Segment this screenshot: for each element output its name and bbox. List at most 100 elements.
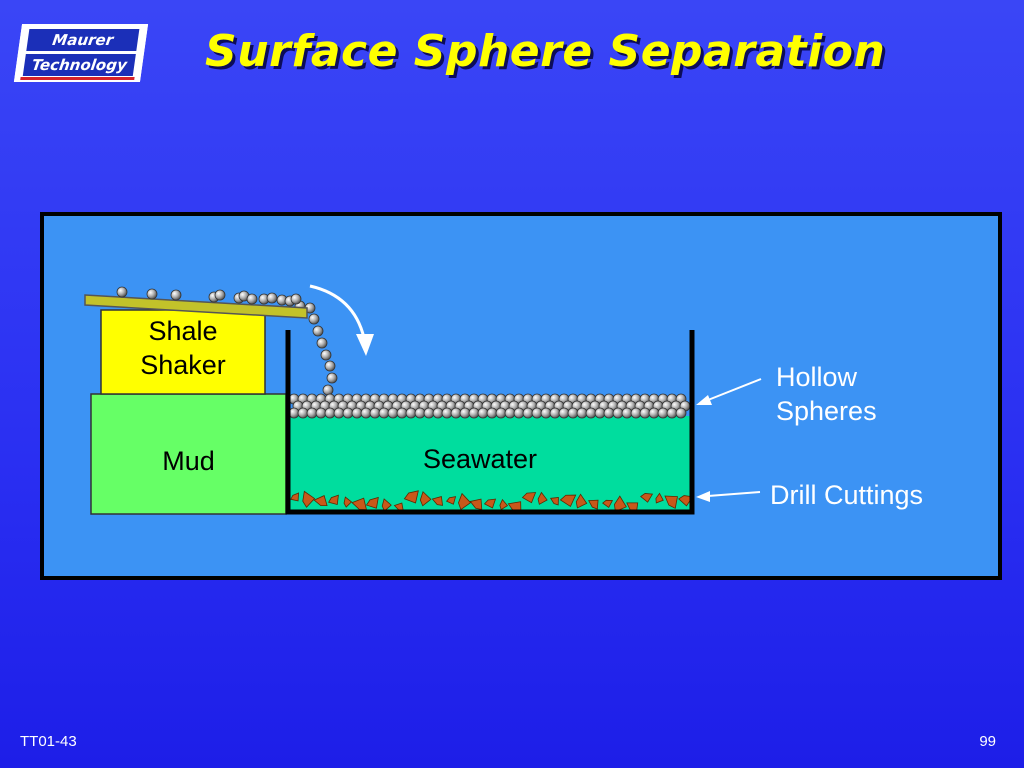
hollow-sphere — [396, 407, 408, 419]
slide-title: Surface Sphere Separation — [205, 26, 886, 77]
hollow-spheres-label-line1: Hollow — [776, 362, 858, 392]
hollow-sphere — [266, 292, 278, 304]
drill-cuttings-label: Drill Cuttings — [770, 480, 924, 510]
drill-cutting — [483, 498, 497, 509]
drill-cutting — [365, 496, 379, 509]
hollow-sphere — [585, 407, 597, 419]
hollow-sphere — [603, 407, 615, 419]
hollow-spheres-layer — [288, 393, 691, 419]
hollow-sphere — [495, 407, 507, 419]
tank-walls — [285, 330, 695, 515]
hollow-sphere — [320, 349, 332, 361]
hollow-sphere — [405, 407, 417, 419]
logo-text-maurer: Maurer — [26, 29, 140, 51]
flow-arrow-head — [356, 334, 374, 356]
seawater-label: Seawater — [422, 444, 538, 474]
hollow-sphere — [540, 407, 552, 419]
hollow-sphere — [432, 407, 444, 419]
diagram-panel: Shale Shaker Mud Seawater Hollow Spheres… — [40, 212, 1002, 580]
hollow-sphere — [648, 407, 660, 419]
drill-cutting — [575, 493, 588, 509]
drill-cutting — [290, 492, 300, 502]
shaker-screen — [84, 294, 308, 319]
hollow-sphere — [504, 407, 516, 419]
hollow-sphere — [594, 407, 606, 419]
hollow-sphere — [214, 289, 226, 301]
hollow-sphere — [342, 407, 354, 419]
hollow-sphere — [170, 289, 182, 301]
flow-arrow — [309, 284, 366, 339]
drill-cutting — [640, 493, 654, 503]
hollow-sphere — [486, 407, 498, 419]
drill-cutting — [602, 499, 614, 509]
hollow-sphere — [531, 407, 543, 419]
hollow-spheres-label-line2: Spheres — [776, 396, 877, 426]
hollow-sphere — [630, 407, 642, 419]
hollow-sphere — [378, 407, 390, 419]
drill-cutting — [419, 491, 432, 507]
hollow-sphere — [441, 407, 453, 419]
mud-tank — [90, 393, 287, 515]
drill-cutting — [313, 495, 328, 507]
hollow-sphere — [387, 407, 399, 419]
hollow-sphere — [666, 407, 678, 419]
hollow-sphere — [333, 407, 345, 419]
hollow-sphere — [657, 407, 669, 419]
separation-diagram — [84, 284, 762, 515]
drill-cutting — [302, 490, 316, 508]
hollow-sphere — [324, 407, 336, 419]
hollow-sphere — [146, 288, 158, 300]
hollow-spheres-pointer — [707, 378, 762, 401]
drill-cuttings-pointer-head — [696, 491, 710, 502]
shale-shaker — [100, 309, 266, 395]
drill-cutting — [559, 494, 577, 507]
hollow-sphere — [513, 407, 525, 419]
hollow-spheres-pointer-head — [696, 395, 712, 405]
logo-text-technology: Technology — [22, 54, 136, 76]
shale-shaker-label: Shale Shaker — [101, 314, 265, 382]
logo-stripe — [20, 77, 135, 80]
shale-shaker-label-line1: Shale — [148, 316, 218, 346]
drill-cuttings-pointer — [707, 491, 761, 497]
hollow-sphere — [549, 407, 561, 419]
hollow-sphere — [326, 372, 338, 384]
drill-cutting — [328, 494, 339, 506]
drill-cutting — [445, 496, 457, 505]
hollow-sphere — [369, 407, 381, 419]
seawater — [288, 416, 692, 512]
hollow-sphere — [450, 407, 462, 419]
hollow-sphere — [621, 407, 633, 419]
drill-cutting — [664, 495, 678, 509]
drill-cutting — [655, 492, 664, 504]
page-number: 99 — [979, 733, 996, 750]
hollow-sphere — [360, 407, 372, 419]
hollow-sphere — [322, 384, 334, 396]
drill-cutting — [403, 490, 419, 504]
hollow-sphere — [567, 407, 579, 419]
drill-cutting — [521, 492, 537, 504]
hollow-sphere — [316, 337, 328, 349]
hollow-sphere — [312, 325, 324, 337]
hollow-sphere — [522, 407, 534, 419]
drill-cutting — [343, 496, 353, 508]
drill-cutting — [549, 497, 559, 506]
hollow-sphere — [116, 286, 128, 298]
hollow-sphere — [612, 407, 624, 419]
hollow-sphere — [351, 407, 363, 419]
drill-cuttings-layer — [290, 490, 694, 515]
hollow-sphere — [290, 293, 302, 305]
screen-spheres — [116, 286, 302, 307]
slide-code: TT01-43 — [20, 733, 77, 750]
hollow-sphere — [576, 407, 588, 419]
maurer-technology-logo: Maurer Technology — [13, 24, 149, 82]
hollow-sphere — [315, 407, 327, 419]
hollow-sphere — [558, 407, 570, 419]
hollow-sphere — [468, 407, 480, 419]
shale-shaker-label-line2: Shaker — [140, 350, 226, 380]
hollow-sphere — [423, 407, 435, 419]
drill-cutting — [537, 491, 548, 505]
hollow-sphere — [639, 407, 651, 419]
drill-cutting — [678, 495, 694, 507]
hollow-sphere — [308, 313, 320, 325]
hollow-sphere — [675, 407, 687, 419]
